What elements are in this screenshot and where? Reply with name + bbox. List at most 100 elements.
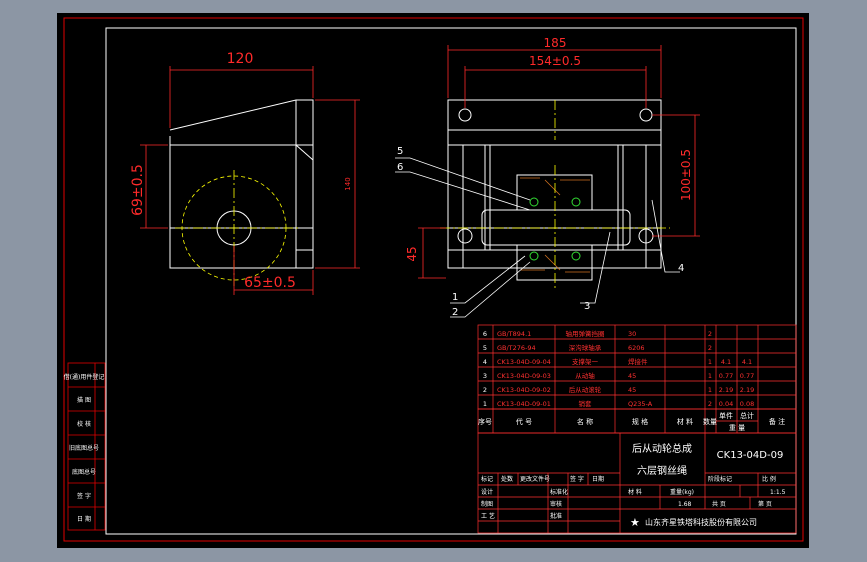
parts-cell-material: Q235-A [628,400,653,408]
dim-width-left: 120 [227,51,254,67]
side-view: 120 69±0.5 140 65±0.5 [130,51,360,295]
parts-cell-qty: 1 [708,386,712,394]
balloon-2: 2 [452,307,458,318]
drawing-title-1: 后从动轮总成 [632,442,692,455]
side-label-3: 校 核 [77,420,91,428]
parts-cell-name: 轴用弹簧挡圈 [566,329,605,338]
label-check: 审核 [550,500,562,508]
label-material: 材 料 [628,488,642,496]
parts-cell-qty: 1 [708,358,712,366]
drawing-title-2: 六层钢丝绳 [637,464,687,477]
parts-row: 2 CK13-04D-09-02 后从动滚轮 45 1 2.19 2.19 [483,385,754,394]
dim-height-left-total: 140 [344,177,352,190]
wheel-hatching [520,177,590,273]
company-logo-icon: ★ [630,516,640,529]
value-weight: 1.68 [678,501,692,508]
label-sheet: 第 页 [758,500,772,508]
dim-height-right-low: 45 [405,246,419,261]
drawing-background [57,13,809,548]
parts-cell-code: CK13-04D-09-04 [497,358,551,366]
side-label-6: 签 字 [77,492,91,500]
header-no: 序号 [478,417,492,426]
parts-cell-w1: 0.77 [719,372,733,380]
value-scale: 1:1.5 [770,489,786,496]
parts-cell-no: 5 [483,344,487,352]
header-material: 材 料 [677,417,693,426]
parts-cell-material: 45 [628,372,636,380]
parts-cell-material: 45 [628,386,636,394]
parts-cell-code: CK13-04D-09-01 [497,400,551,408]
label-standard: 标准化 [550,488,568,496]
balloon-4: 4 [678,263,684,274]
parts-list-header: 序号 代 号 名 称 规 格 材 料 数量 单件 总计 重 量 备 注 [478,411,785,432]
parts-cell-w1: 2.19 [719,386,733,394]
inner-border [105,27,797,535]
dim-width-right-total: 185 [544,36,567,50]
parts-cell-w1: 0.04 [719,400,733,408]
side-registration-table [67,362,106,531]
outer-border [63,17,804,542]
side-label-2: 描 图 [77,396,91,404]
label-design: 设计 [481,488,493,496]
side-label-4: 旧底图总号 [69,444,99,452]
balloon-labels: 5 6 1 2 3 4 [397,146,684,318]
parts-cell-no: 3 [483,372,487,380]
header-qty: 数量 [703,417,717,426]
front-view-dimension-lines [418,45,700,279]
header-code: 代 号 [516,417,532,426]
header-spec: 规 格 [632,417,648,426]
label-approve: 批准 [550,512,562,520]
header-total: 总计 [740,411,754,420]
header-single: 单件 [719,411,733,420]
header-remark: 备 注 [769,417,785,426]
parts-cell-name: 深沟球轴承 [569,343,602,352]
label-scale: 比 例 [762,475,776,483]
parts-cell-no: 1 [483,400,487,408]
balloon-1: 1 [452,292,458,303]
front-view-centerlines [440,100,670,290]
parts-cell-qty: 2 [708,400,712,408]
parts-cell-material: 6206 [628,344,645,352]
parts-cell-code: CK13-04D-09-02 [497,386,551,394]
label-weight: 重量(kg) [670,488,694,496]
parts-cell-no: 2 [483,386,487,394]
parts-cell-qty: 2 [708,330,712,338]
dim-width-right-inner: 154±0.5 [529,54,581,68]
side-label-1: 借(通)用件登记 [64,373,105,381]
parts-cell-w2: 2.19 [740,386,754,394]
side-label-5: 底图总号 [72,468,96,476]
parts-cell-no: 4 [483,358,487,366]
dim-height-right: 100±0.5 [679,149,693,201]
label-date: 日期 [592,475,604,483]
parts-cell-material: 30 [628,330,636,338]
title-block-grid [477,432,797,534]
parts-cell-qty: 2 [708,344,712,352]
parts-cell-w1: 4.1 [721,358,731,366]
company-name: 山东齐星铁塔科技股份有限公司 [645,517,757,527]
balloon-leaders [395,157,680,318]
label-sheets: 共 页 [712,500,726,508]
parts-cell-w2: 0.08 [740,400,754,408]
parts-cell-w2: 4.1 [742,358,752,366]
parts-cell-name: 支撑架一 [572,357,599,366]
parts-cell-no: 6 [483,330,487,338]
dim-bottom-left: 65±0.5 [244,275,296,291]
header-name: 名 称 [577,417,593,426]
drawing-number: CK13-04D-09 [717,450,784,461]
label-stage: 阶段标记 [708,475,732,483]
label-mark: 标记 [481,475,493,483]
title-block-text: 后从动轮总成 六层钢丝绳 CK13-04D-09 标记 处数 更改文件号 签 字… [481,442,786,529]
label-file-no: 更改文件号 [520,475,550,483]
bearings [529,197,581,261]
header-weight: 重 量 [729,424,745,432]
parts-cell-name: 后从动滚轮 [569,385,602,394]
balloon-3: 3 [584,301,590,312]
parts-cell-name: 从动轴 [575,371,595,380]
